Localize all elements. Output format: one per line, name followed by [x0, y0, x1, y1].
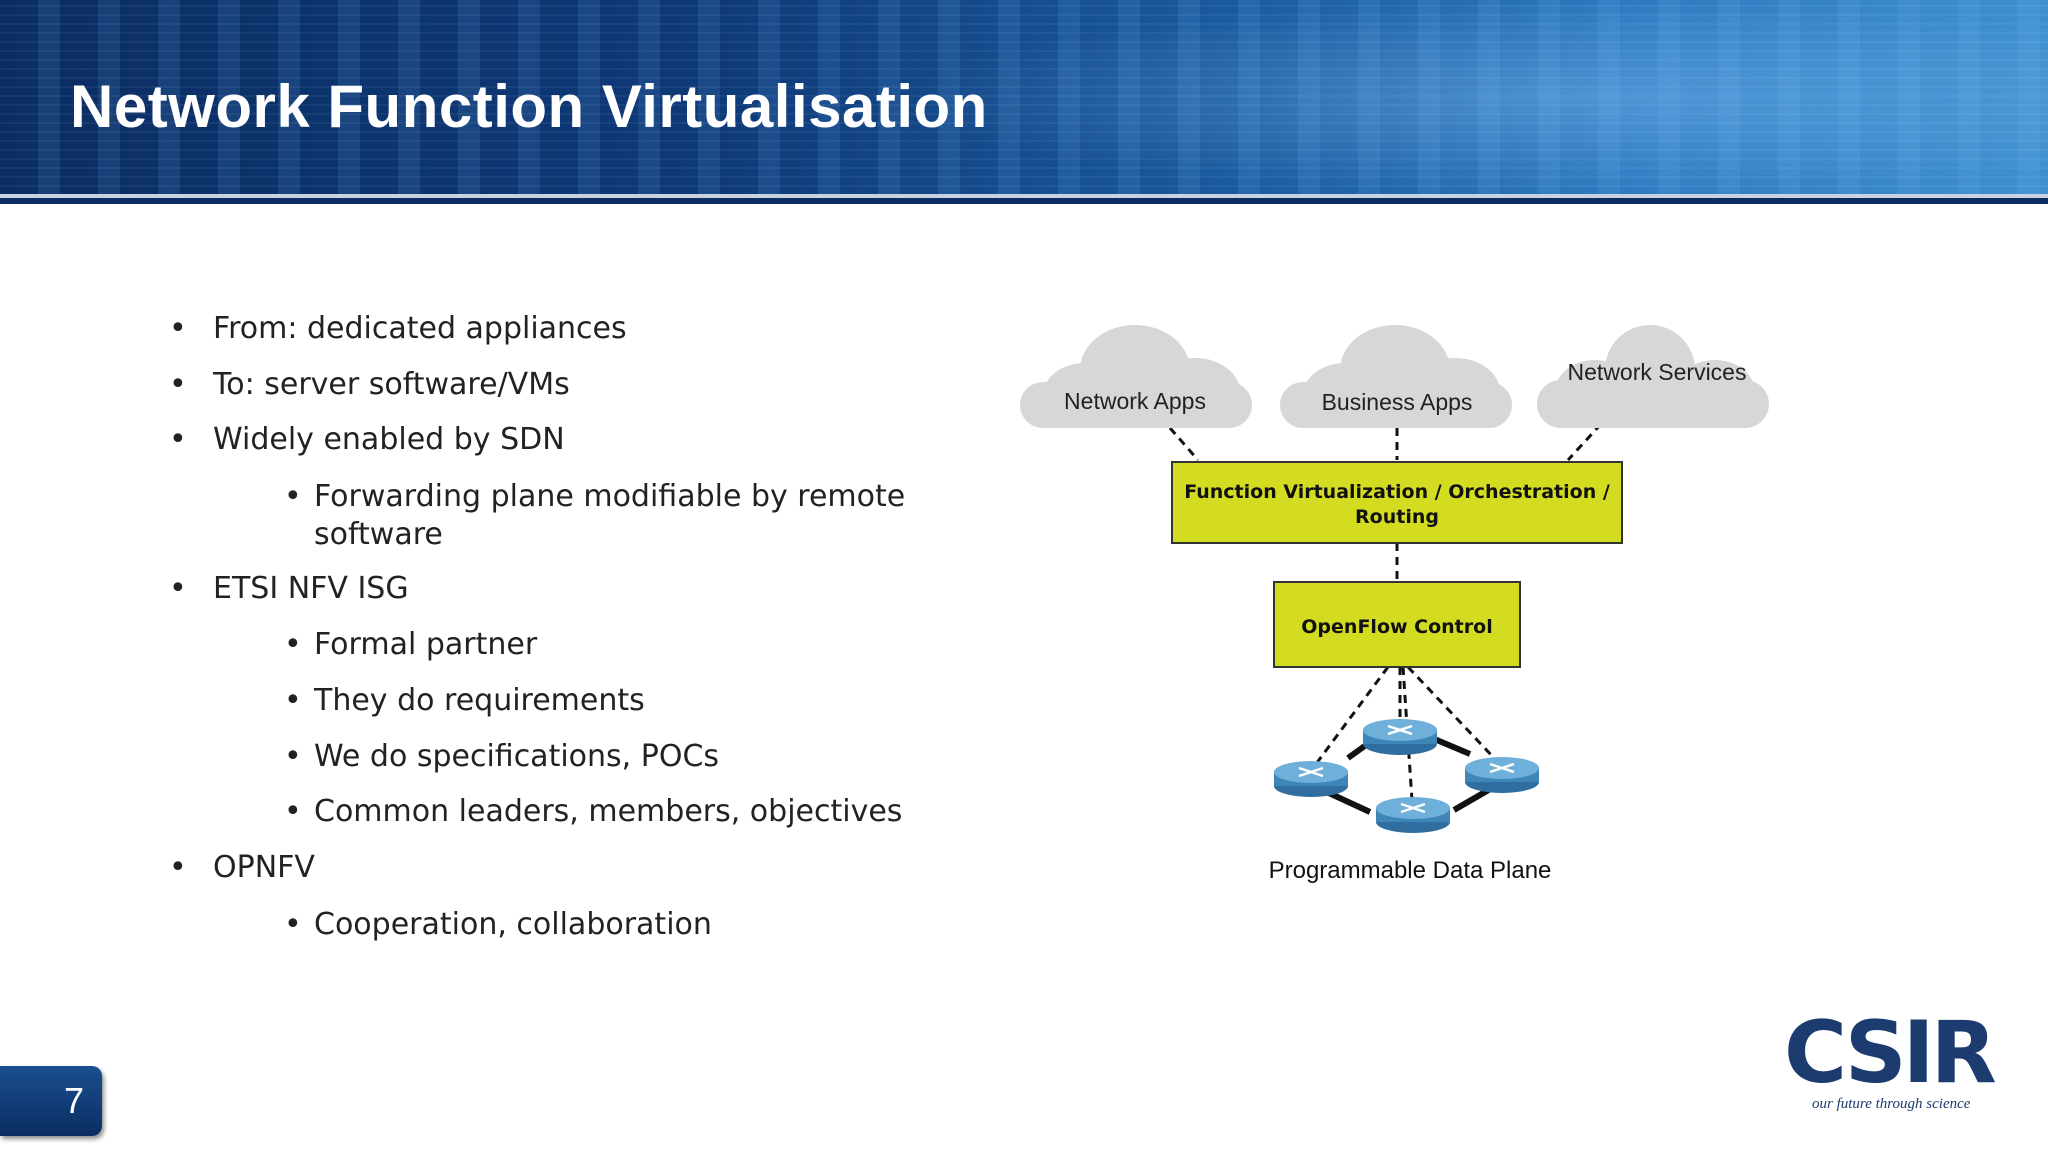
bullet-text: Forwarding plane modifiable by remote — [314, 479, 906, 514]
bullet-marker: • — [284, 907, 302, 942]
header-rule-light — [0, 194, 2048, 198]
cloud-label-business-apps: Business Apps — [1322, 389, 1473, 415]
banner-texture — [0, 0, 2048, 196]
sub-bullet-item: • They do requirements — [284, 682, 645, 720]
orchestration-box — [1171, 461, 1623, 544]
bullet-text: Widely enabled by SDN — [213, 422, 565, 457]
bullet-text: Cooperation, collaboration — [314, 907, 712, 942]
nfv-architecture-diagram: Network Apps Business Apps Network Servi… — [1020, 325, 1769, 884]
router-top — [1363, 719, 1437, 755]
header-banner — [0, 0, 2048, 196]
bullet-text: software — [314, 517, 443, 552]
bullet-list: • From: dedicated appliances • To: server s… — [0, 0, 960, 1000]
bullet-text: Formal partner — [314, 627, 538, 662]
cloud-label-network-services: Network Services — [1568, 359, 1747, 385]
slide-title: Network Function Virtualisation — [70, 73, 988, 140]
bullet-marker: • — [284, 739, 302, 774]
bullet-marker: • — [169, 311, 187, 346]
bullet-marker: • — [169, 571, 187, 606]
banner-glow — [900, 0, 2048, 196]
logo-wordmark: CSIR — [1784, 1003, 1996, 1103]
bullet-text: From: dedicated appliances — [213, 311, 627, 346]
bullet-item: • Widely enabled by SDN — [169, 421, 565, 459]
bullet-text: ETSI NFV ISG — [213, 571, 409, 606]
cloud-label-network-apps: Network Apps — [1064, 388, 1206, 414]
openflow-control-box — [1273, 581, 1521, 668]
bullet-marker: • — [169, 850, 187, 885]
sub-bullet-item: software — [314, 516, 443, 554]
orchestration-label-line1: Function Virtualization / Orchestration … — [1184, 481, 1610, 503]
connector-control-router-right — [1406, 665, 1498, 762]
bullet-text: To: server software/VMs — [213, 367, 570, 402]
connector-network-services — [1566, 422, 1603, 462]
bullet-item: • OPNFV — [169, 849, 315, 887]
router-bottom — [1376, 797, 1450, 833]
bullet-marker: • — [284, 794, 302, 829]
cloud-business-apps — [1280, 325, 1512, 428]
sub-bullet-item: • We do specifications, POCs — [284, 738, 720, 776]
bullet-text: We do specifications, POCs — [314, 739, 720, 774]
connector-control-router-left — [1311, 666, 1390, 769]
cloud-network-apps — [1020, 325, 1252, 428]
openflow-control-label: OpenFlow Control — [1301, 616, 1492, 638]
connector-network-apps — [1168, 427, 1200, 461]
header-rule-dark — [0, 198, 2048, 204]
bullet-marker: • — [169, 367, 187, 402]
connectors — [1168, 422, 1603, 801]
page-number-tab: 7 — [0, 1066, 102, 1136]
page-number: 7 — [63, 1080, 84, 1121]
bullet-item: • ETSI NFV ISG — [169, 570, 409, 608]
router-right — [1465, 757, 1539, 793]
sub-bullet-item: • Forwarding plane modifiable by remote — [284, 478, 906, 516]
sub-bullet-item: • Formal partner — [284, 626, 538, 664]
bullet-marker: • — [284, 479, 302, 514]
bullet-text: Common leaders, members, objectives — [314, 794, 903, 829]
csir-logo: CSIR — [1784, 1003, 2000, 1103]
router-left — [1274, 761, 1348, 797]
sub-bullet-item: • Common leaders, members, objectives — [284, 793, 903, 831]
sub-bullet-item: • Cooperation, collaboration — [284, 906, 712, 944]
orchestration-label-line2: Routing — [1355, 506, 1439, 528]
logo-tagline: our future through science — [1812, 1096, 1971, 1112]
bullet-text: They do requirements — [314, 683, 645, 718]
bullet-item: • From: dedicated appliances — [169, 310, 627, 348]
cloud-network-services — [1537, 325, 1769, 428]
bullet-marker: • — [284, 627, 302, 662]
bullet-text: OPNFV — [213, 850, 315, 885]
bullet-marker: • — [169, 422, 187, 457]
bullet-marker: • — [284, 683, 302, 718]
data-plane-label: Programmable Data Plane — [1269, 857, 1552, 884]
bullet-item: • To: server software/VMs — [169, 366, 570, 404]
